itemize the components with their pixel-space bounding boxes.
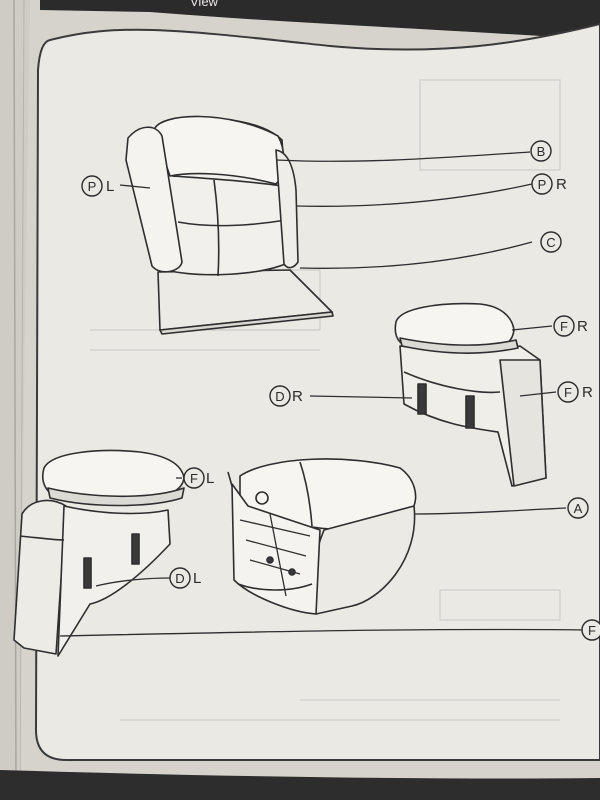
callout-a: A bbox=[567, 497, 589, 519]
svg-text:F: F bbox=[560, 319, 568, 334]
svg-text:R: R bbox=[577, 318, 588, 335]
svg-text:F: F bbox=[190, 471, 198, 486]
callout-dr: D R bbox=[269, 385, 303, 407]
callout-fr-top: F R bbox=[553, 315, 588, 337]
callout-f: F bbox=[581, 619, 600, 641]
backrest-illustration bbox=[125, 115, 334, 335]
svg-text:B: B bbox=[537, 144, 546, 159]
header-band bbox=[40, 0, 600, 40]
right-armrest-illustration bbox=[394, 302, 547, 487]
page-edge-line bbox=[13, 0, 17, 800]
svg-text:L: L bbox=[193, 570, 201, 587]
svg-text:C: C bbox=[546, 235, 555, 250]
svg-text:L: L bbox=[106, 178, 114, 195]
page-edge-line bbox=[19, 0, 25, 800]
callout-fr-side: F R bbox=[557, 381, 593, 403]
callout-fl: F L bbox=[183, 467, 214, 489]
seat-base-illustration bbox=[227, 458, 417, 615]
header-title: View bbox=[190, 0, 219, 9]
svg-text:P: P bbox=[88, 179, 97, 194]
svg-text:R: R bbox=[582, 384, 593, 401]
callout-pr: P R bbox=[531, 173, 567, 195]
leader-lines bbox=[59, 151, 587, 637]
svg-text:P: P bbox=[538, 177, 547, 192]
svg-text:A: A bbox=[574, 501, 583, 516]
callout-c: C bbox=[540, 231, 562, 253]
svg-text:F: F bbox=[588, 623, 596, 638]
left-armrest-illustration bbox=[13, 449, 185, 657]
svg-text:D: D bbox=[275, 389, 284, 404]
svg-text:R: R bbox=[292, 388, 303, 405]
svg-text:F: F bbox=[564, 385, 572, 400]
footer-band bbox=[0, 770, 600, 800]
svg-text:L: L bbox=[206, 470, 214, 487]
callout-b: B bbox=[530, 140, 552, 162]
svg-text:D: D bbox=[175, 571, 184, 586]
callout-pl: P L bbox=[81, 175, 114, 197]
callout-dl: D L bbox=[169, 567, 201, 589]
svg-text:R: R bbox=[556, 176, 567, 193]
callout-labels: B P R P L C F R D R bbox=[81, 140, 600, 641]
